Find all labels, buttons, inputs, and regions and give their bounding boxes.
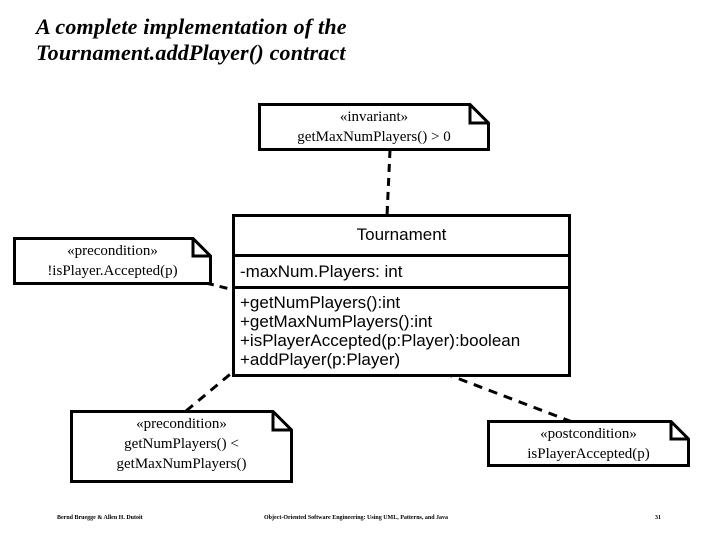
note-precondition-accepted-body: «precondition» !isPlayer.Accepted(p) — [13, 237, 212, 285]
class-operations: +getNumPlayers():int +getMaxNumPlayers()… — [235, 289, 568, 374]
class-attributes: -maxNum.Players: int — [235, 257, 568, 289]
footer-book-title: Object-Oriented Software Engineering: Us… — [264, 515, 449, 521]
class-box-tournament[interactable]: Tournament -maxNum.Players: int +getNumP… — [232, 214, 571, 377]
note-precondition-capacity-body: «precondition» getNumPlayers() < getMaxN… — [70, 410, 293, 478]
note-invariant-stereotype: «invariant» — [339, 109, 409, 125]
footer-page-number: 31 — [655, 515, 661, 521]
note-postcondition-text: isPlayerAccepted(p) — [527, 446, 650, 462]
note-precondition-capacity-text-2: getMaxNumPlayers() — [116, 456, 247, 472]
class-operation: +getNumPlayers():int — [240, 293, 401, 312]
note-precondition-capacity: «precondition» getNumPlayers() < getMaxN… — [70, 410, 293, 483]
class-operation: +addPlayer(p:Player) — [240, 350, 401, 369]
connector-invariant-to-class — [385, 149, 392, 217]
note-precondition-accepted-stereotype: «precondition» — [67, 243, 158, 259]
note-postcondition-stereotype: «postcondition» — [540, 426, 637, 442]
class-name: Tournament — [235, 217, 568, 257]
class-attribute: -maxNum.Players: int — [240, 262, 403, 281]
note-precondition-accepted: «precondition» !isPlayer.Accepted(p) — [13, 237, 212, 285]
page-title-line-2: Tournament.addPlayer() contract — [36, 40, 346, 65]
note-postcondition: «postcondition» isPlayerAccepted(p) — [487, 420, 690, 467]
note-postcondition-body: «postcondition» isPlayerAccepted(p) — [487, 420, 690, 468]
class-operation: +getMaxNumPlayers():int — [240, 312, 433, 331]
note-precondition-capacity-stereotype: «precondition» — [136, 416, 227, 432]
note-invariant: «invariant» getMaxNumPlayers() > 0 — [258, 103, 490, 151]
note-precondition-accepted-text: !isPlayer.Accepted(p) — [47, 263, 178, 279]
footer-author: Bernd Bruegge & Allen H. Dutoit — [57, 515, 143, 521]
class-operation: +isPlayerAccepted(p:Player):boolean — [240, 331, 521, 350]
note-precondition-capacity-text-1: getNumPlayers() < — [124, 436, 239, 452]
page-title: A complete implementation of the Tournam… — [36, 14, 636, 66]
note-invariant-body: «invariant» getMaxNumPlayers() > 0 — [258, 103, 490, 151]
page-title-line-1: A complete implementation of the — [36, 14, 347, 39]
slide-footer: Bernd Bruegge & Allen H. Dutoit Object-O… — [0, 509, 720, 531]
note-invariant-text: getMaxNumPlayers() > 0 — [297, 129, 451, 145]
